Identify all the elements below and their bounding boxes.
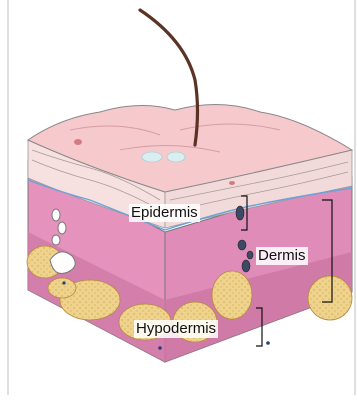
pore [142, 152, 162, 162]
hypodermis-label: Hypodermis [134, 320, 218, 338]
pore [167, 152, 185, 162]
epidermis-label: Epidermis [129, 204, 200, 222]
pore-red [229, 181, 235, 185]
pore-red [74, 139, 82, 145]
dermis-label: Dermis [256, 247, 308, 265]
